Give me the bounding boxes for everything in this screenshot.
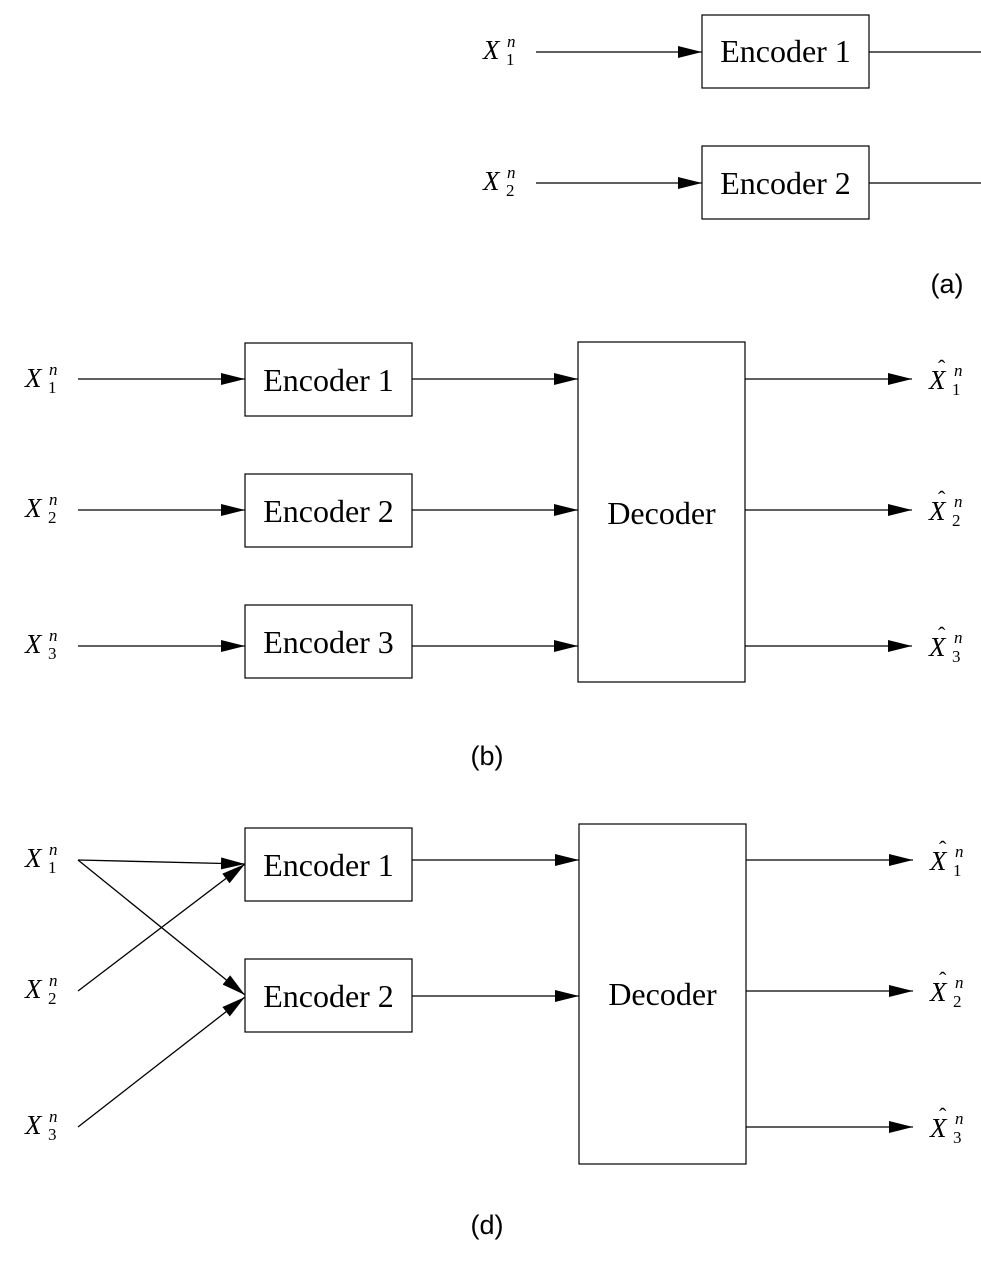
svg-text:n: n [49,971,58,990]
panel-d-decoder-label: Decoder [608,976,717,1012]
panel-d-output-xhat1: X ˆ n 1 [929,836,964,880]
svg-text:X: X [482,35,501,65]
panel-a: X n 1 Encoder 1 X n 2 Encoder 2 (a) [482,14,981,299]
panel-d-wire-x1-enc1 [77,857,246,870]
svg-text:ˆ: ˆ [938,622,946,647]
svg-text:n: n [955,973,964,992]
svg-text:ˆ: ˆ [939,1103,947,1128]
svg-text:2: 2 [506,181,515,200]
svg-text:X: X [24,493,43,523]
svg-text:n: n [49,626,58,645]
svg-text:n: n [955,842,964,861]
panel-b-encoder-2-label: Encoder 2 [263,493,394,529]
panel-d-encoder-2 [244,958,413,1033]
panel-a-encoder-1 [701,14,870,89]
svg-text:1: 1 [952,380,961,399]
panel-b-encoder-3-label: Encoder 3 [263,624,394,660]
panel-d-input-x3: X n 3 [24,1107,58,1144]
svg-text:X: X [929,846,948,876]
panel-b-encoder-1 [244,342,413,417]
svg-text:n: n [49,360,58,379]
svg-text:ˆ: ˆ [938,486,946,511]
svg-text:X: X [929,1113,948,1143]
svg-text:X: X [928,496,947,526]
panel-a-encoder-2 [701,145,870,220]
svg-text:ˆ: ˆ [939,836,947,861]
svg-text:n: n [954,361,963,380]
svg-text:1: 1 [953,861,962,880]
panel-d-output-xhat2: X ˆ n 2 [929,967,964,1011]
panel-a-input-x1: X n 1 [482,32,516,69]
svg-text:n: n [49,840,58,859]
panel-b-caption: (b) [471,741,504,771]
panel-d-caption: (d) [471,1210,504,1240]
svg-text:3: 3 [48,644,57,663]
panel-b-input-x1: X n 1 [24,360,58,397]
svg-text:X: X [929,977,948,1007]
svg-text:n: n [507,163,516,182]
panel-d-decoder [578,823,747,1165]
svg-text:3: 3 [952,647,961,666]
panel-d-input-x1: X n 1 [24,840,58,877]
panel-d-input-x2: X n 2 [24,971,58,1008]
svg-text:1: 1 [48,858,57,877]
svg-text:2: 2 [48,508,57,527]
svg-text:2: 2 [952,511,961,530]
panel-d-encoder-2-label: Encoder 2 [263,978,394,1014]
panel-d-wire-x2-enc1 [77,863,246,992]
svg-text:X: X [24,843,43,873]
svg-text:2: 2 [953,992,962,1011]
svg-text:3: 3 [953,1128,962,1147]
panel-b-output-xhat1: X ˆ n 1 [928,355,963,399]
svg-text:n: n [507,32,516,51]
svg-text:X: X [24,974,43,1004]
svg-text:ˆ: ˆ [938,355,946,380]
svg-text:n: n [49,1107,58,1126]
svg-text:n: n [955,1109,964,1128]
svg-text:3: 3 [48,1125,57,1144]
svg-text:X: X [24,363,43,393]
panel-b-decoder [577,341,746,683]
panel-b-input-x3: X n 3 [24,626,58,663]
svg-text:n: n [49,490,58,509]
panel-d-encoder-1 [244,827,413,902]
panel-b-encoder-2 [244,473,413,548]
panel-b-decoder-label: Decoder [607,495,716,531]
panel-b-encoder-1-label: Encoder 1 [263,362,394,398]
panel-b-output-xhat3: X ˆ n 3 [928,622,963,666]
svg-text:X: X [24,1110,43,1140]
panel-d-encoder-1-label: Encoder 1 [263,847,394,883]
panel-b-input-x2: X n 2 [24,490,58,527]
panel-b: X n 1 X n 2 X n 3 Encoder 1 Encoder 2 En… [24,341,963,771]
svg-text:X: X [928,632,947,662]
svg-text:n: n [954,628,963,647]
svg-text:n: n [954,492,963,511]
svg-text:1: 1 [506,50,515,69]
panel-a-encoder-1-label: Encoder 1 [720,33,851,69]
svg-text:X: X [24,629,43,659]
panel-d-output-xhat3: X ˆ n 3 [929,1103,964,1147]
svg-text:X: X [482,166,501,196]
panel-b-encoder-3 [244,604,413,679]
svg-text:ˆ: ˆ [939,967,947,992]
svg-text:1: 1 [48,378,57,397]
panel-d-wire-x3-enc2 [77,996,246,1128]
panel-b-output-xhat2: X ˆ n 2 [928,486,963,530]
panel-a-caption: (a) [931,269,964,299]
panel-d: X n 1 X n 2 X n 3 Encoder 1 Encoder 2 De… [24,823,964,1240]
panel-a-input-x2: X n 2 [482,163,516,200]
svg-text:2: 2 [48,989,57,1008]
panel-a-encoder-2-label: Encoder 2 [720,165,851,201]
svg-text:X: X [928,365,947,395]
